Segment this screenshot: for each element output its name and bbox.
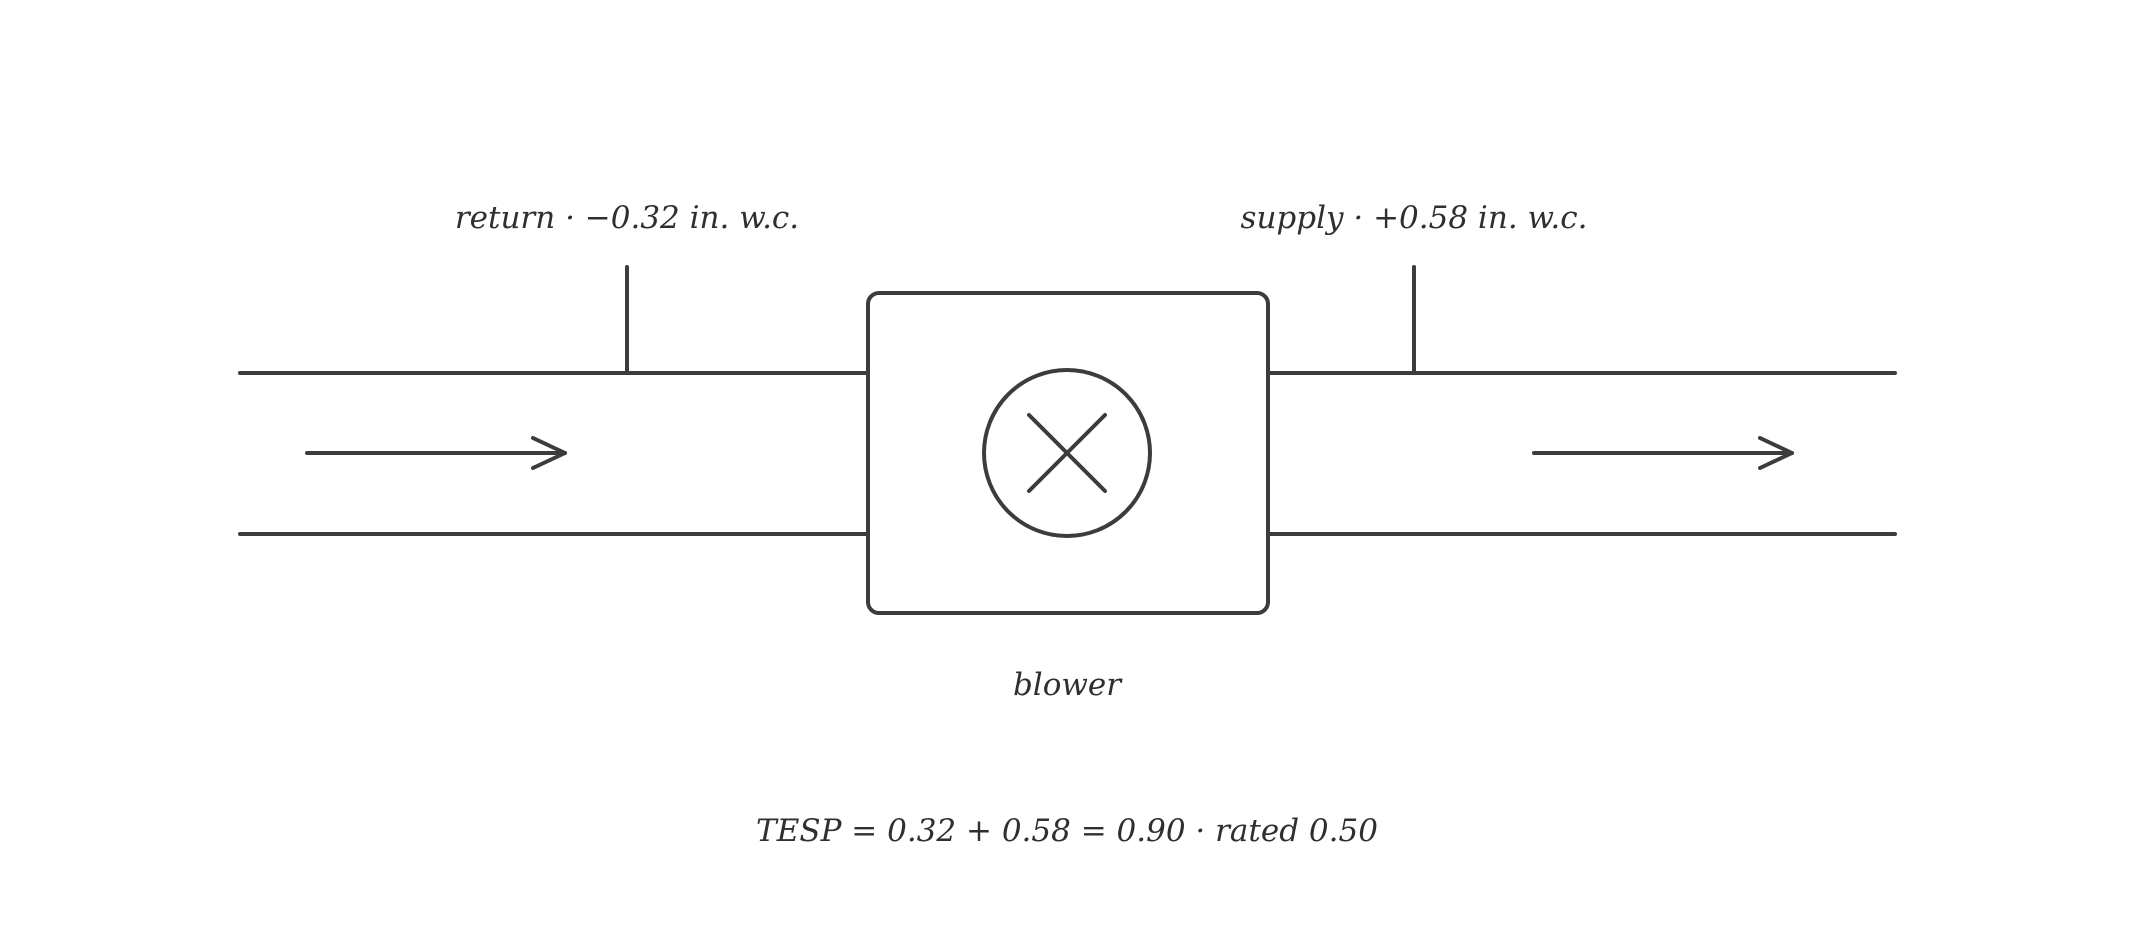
fan-x-icon bbox=[982, 368, 1152, 538]
supply-flow-arrow-icon bbox=[1532, 436, 1794, 470]
tesp-equation: TESP = 0.32 + 0.58 = 0.90 · rated 0.50 bbox=[756, 813, 1378, 849]
return-flow-arrow-icon bbox=[305, 436, 567, 470]
blower-housing bbox=[866, 291, 1270, 615]
blower-label: blower bbox=[1013, 667, 1123, 703]
supply-duct bbox=[1266, 371, 1897, 536]
return-pressure-label: return · −0.32 in. w.c. bbox=[455, 200, 799, 236]
return-duct bbox=[238, 371, 870, 536]
supply-pressure-label: supply · +0.58 in. w.c. bbox=[1241, 200, 1588, 236]
